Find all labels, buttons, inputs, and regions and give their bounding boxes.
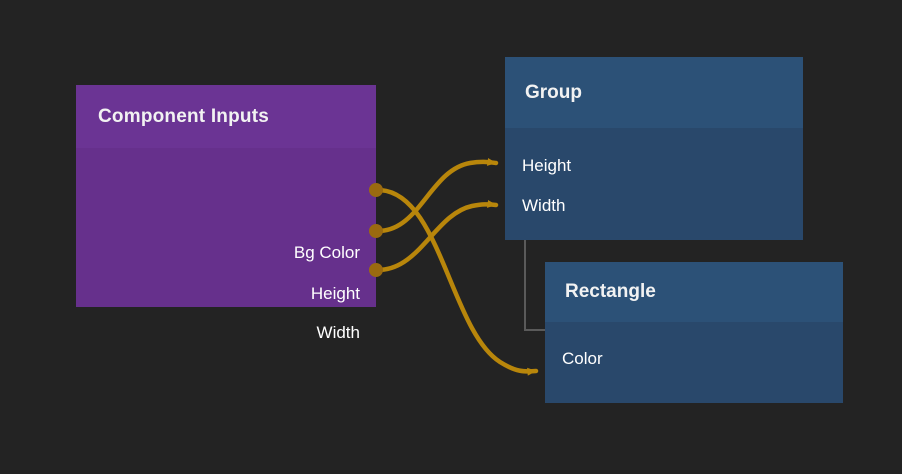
node-component-inputs-body: Bg Color Height Width bbox=[76, 148, 376, 342]
output-row-height[interactable]: Height bbox=[76, 282, 376, 306]
output-port-bg-color[interactable] bbox=[369, 183, 383, 197]
input-label-group-height: Height bbox=[522, 156, 572, 175]
input-label-group-width: Width bbox=[522, 196, 566, 215]
wire-height-to-height bbox=[375, 157, 499, 234]
node-component-inputs-title: Component Inputs bbox=[76, 85, 376, 148]
input-row-rectangle-color[interactable]: Color bbox=[545, 347, 843, 371]
node-group-title: Group bbox=[505, 57, 803, 128]
input-label-rectangle-color: Color bbox=[562, 349, 603, 368]
wire-width-to-width bbox=[375, 199, 499, 273]
output-label-width: Width bbox=[316, 323, 360, 342]
output-row-bg-color[interactable]: Bg Color bbox=[76, 241, 376, 265]
node-component-inputs[interactable]: Component Inputs Bg Color Height Width bbox=[76, 85, 383, 342]
node-rectangle-body: Color bbox=[545, 322, 843, 403]
input-row-group-width[interactable]: Width bbox=[505, 194, 803, 218]
node-group[interactable]: Group Height Width bbox=[505, 57, 803, 240]
output-label-bg-color: Bg Color bbox=[293, 243, 360, 262]
output-row-width[interactable]: Width bbox=[76, 321, 376, 345]
hierarchy-bracket bbox=[524, 240, 546, 331]
output-port-height[interactable] bbox=[369, 224, 383, 238]
node-rectangle[interactable]: Rectangle Color bbox=[545, 262, 843, 403]
node-rectangle-title: Rectangle bbox=[545, 262, 843, 322]
input-row-group-height[interactable]: Height bbox=[505, 154, 803, 178]
output-label-height: Height bbox=[310, 284, 360, 303]
output-port-width[interactable] bbox=[369, 263, 383, 277]
node-group-body: Height Width bbox=[505, 128, 803, 240]
